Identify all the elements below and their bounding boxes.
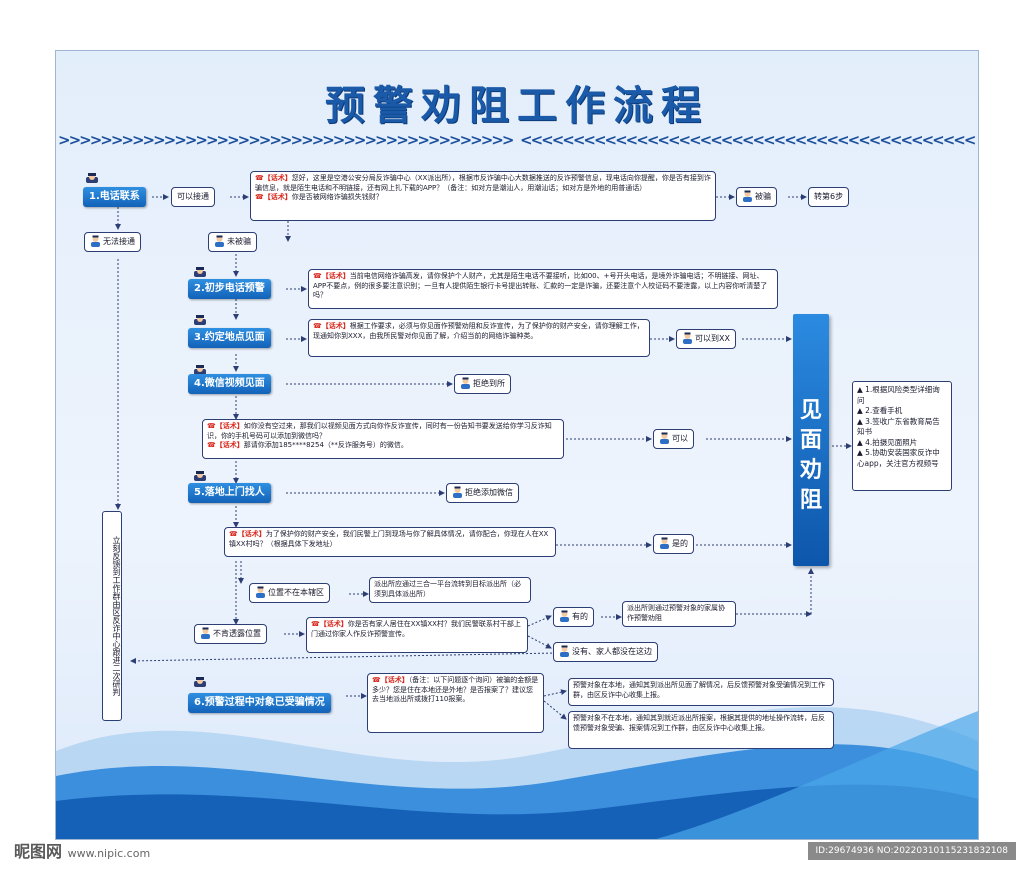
officer-icon xyxy=(194,471,206,481)
pill-refuse-location: 不肯透露位置 xyxy=(194,624,267,644)
person-icon xyxy=(659,432,670,444)
person-icon xyxy=(255,586,266,598)
person-icon xyxy=(90,235,101,247)
chevron-divider-left: >>>>>>>>>>>>>>>>>>>>>>>>>>>>>>>>>>>>>>>>… xyxy=(58,133,514,147)
transfer-box: 派出所应通过三合一平台流转到目标派出所（必须到具体派出所） xyxy=(369,577,531,603)
pill-connected: 可以接通 xyxy=(171,187,215,207)
step-5-visit-door: 5.落地上门找人 xyxy=(188,483,271,503)
result-list: ▲ 1.根据风险类型详细询问 ▲ 2.查看手机 ▲ 3.签收广东省教育局告知书 … xyxy=(852,381,952,491)
page-title: 预警劝阻工作流程 xyxy=(325,82,709,129)
step-6-victim-case: 6.预警过程中对象已受骗情况 xyxy=(188,693,331,713)
step-2-initial-warning: 2.初步电话预警 xyxy=(188,279,271,299)
person-icon xyxy=(460,377,471,389)
person-icon xyxy=(682,332,693,344)
person-icon xyxy=(200,627,211,639)
result-item: ▲ 1.根据风险类型详细询问 xyxy=(857,385,940,405)
person-icon xyxy=(659,537,670,549)
pill-can: 可以 xyxy=(653,429,694,449)
officer-icon xyxy=(194,315,206,325)
phone-icon: ☎ xyxy=(313,322,322,330)
visit-script-box: ☎【话术】为了保护你的财产安全，我们民警上门到现场与你了解具体情况，请你配合，你… xyxy=(224,527,556,557)
call-script-box: ☎【话术】您好，这里是空港公安分局反诈骗中心（XX派出所），根据市反诈骗中心大数… xyxy=(250,171,716,221)
pill-not-connected: 无法接通 xyxy=(84,232,141,252)
person-icon xyxy=(214,235,225,247)
chevron-divider-right: <<<<<<<<<<<<<<<<<<<<<<<<<<<<<<<<<<<<<<<<… xyxy=(520,133,976,147)
image-id-tag: ID:29674936 NO:20220310115231832108 xyxy=(807,842,1016,860)
meeting-persuasion-label: 见面劝阻 xyxy=(799,398,822,513)
meeting-persuasion-bar: 见面劝阻 xyxy=(793,314,829,566)
pill-not-local: 位置不在本辖区 xyxy=(249,583,330,603)
officer-icon xyxy=(86,173,98,183)
warning-script-box: ☎【话术】当前电信网络诈骗高发，请你保护个人财产，尤其是陌生电话不要接听，比如0… xyxy=(308,269,778,309)
meeting-script-box: ☎【话术】根据工作要求，必须与你见面作预警劝阻和反诈宣传，为了保护你的财产安全，… xyxy=(308,319,650,357)
pill-has-family: 有的 xyxy=(553,607,594,627)
person-icon xyxy=(742,190,753,202)
person-icon xyxy=(452,486,463,498)
pill-not-cheated: 未被骗 xyxy=(208,232,257,252)
pill-refuse-add: 拒绝添加微信 xyxy=(446,483,519,503)
pill-no-family: 没有、家人都没在这边 xyxy=(553,642,658,662)
result-item: ▲ 4.拍摄见面照片 xyxy=(857,437,918,447)
person-icon xyxy=(559,610,570,622)
pill-cheated: 被骗 xyxy=(736,187,777,207)
officer-icon xyxy=(194,677,206,687)
family-script-box: ☎【话术】你是否有家人居住在XX镇XX村？我们民警联系村干部上门通过你家人作反诈… xyxy=(306,617,528,653)
wechat-script-box: ☎【话术】如你没有空过来，那我们以视频见面方式向你作反诈宣传，同时有一份告知书要… xyxy=(202,419,564,459)
flowchart-poster: 预警劝阻工作流程 >>>>>>>>>>>>>>>>>>>>>>>>>>>>>>>… xyxy=(55,50,979,840)
phone-icon: ☎ xyxy=(372,676,381,684)
pill-refuse-go: 拒绝到所 xyxy=(454,374,511,394)
phone-icon: ☎ xyxy=(311,620,320,628)
victim-script-box: ☎【话术】（备注：以下问题逐个询问）被骗的金额是多少？您是住在本地还是外地？是否… xyxy=(367,673,544,733)
step-4-wechat-video: 4.微信视频见面 xyxy=(188,374,271,394)
step-1-phone-contact: 1.电话联系 xyxy=(83,187,146,207)
connector-lines xyxy=(115,194,852,720)
pill-yes: 是的 xyxy=(653,534,694,554)
person-icon xyxy=(559,645,570,657)
result-item: ▲ 5.协助安装国家反诈中心app，关注官方视频号 xyxy=(857,448,940,468)
result-item: ▲ 3.签收广东省教育局告知书 xyxy=(857,416,940,437)
officer-icon xyxy=(194,365,206,375)
family-yes-box: 派出所则通过预警对象的家属协作预警劝阻 xyxy=(622,601,736,627)
officer-icon xyxy=(194,267,206,277)
phone-icon: ☎ xyxy=(255,174,264,182)
phone-icon: ☎ xyxy=(207,422,216,430)
feedback-vertical-box: 立刻反馈到工作群由区反诈中心跟进二次研判 xyxy=(102,511,122,721)
phone-icon: ☎ xyxy=(313,272,322,280)
victim-remote-box: 预警对象不在本地，通知其到就近派出所报案，根据其提供的地址操作流转，后反馈预警对… xyxy=(568,711,834,749)
pill-can-go: 可以到XX xyxy=(676,329,736,349)
victim-local-box: 预警对象在本地，通知其到派出所见面了解情况，后反馈预警对象受骗情况到工作群，由区… xyxy=(568,678,834,706)
phone-icon: ☎ xyxy=(229,530,238,538)
result-item: ▲ 2.查看手机 xyxy=(857,406,903,415)
watermark: 昵图网 www.nipic.com xyxy=(14,842,151,861)
step-3-arrange-meeting: 3.约定地点见面 xyxy=(188,328,271,348)
pill-goto-step6: 转第6步 xyxy=(808,187,850,207)
